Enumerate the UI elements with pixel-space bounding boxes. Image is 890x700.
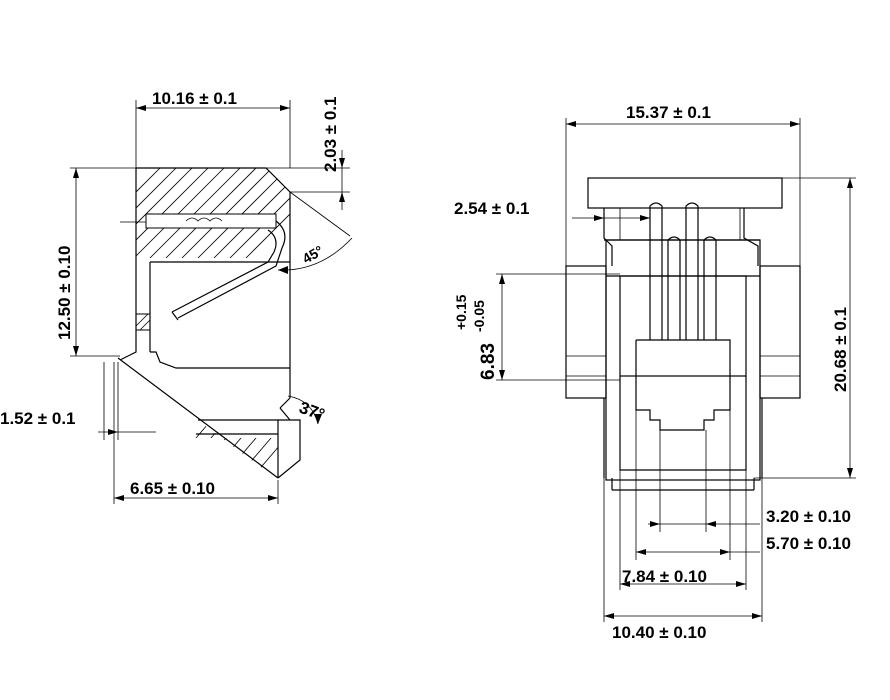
dim-height-side: 12.50 ± 0.10: [55, 246, 74, 340]
dim-top-step: 2.03 ± 0.1: [321, 97, 340, 173]
dim-front-width: 15.37 ± 0.1: [626, 103, 711, 122]
front-view: 15.37 ± 0.1 2.54 ± 0.1 6.83 +0.15 -0.05 …: [453, 103, 856, 642]
dim-bottom-width: 6.65 ± 0.10: [130, 479, 215, 498]
dim-peg-inner: 3.20 ± 0.10: [766, 507, 851, 526]
angle-37: 37°: [297, 398, 328, 425]
dim-window-main: 6.83: [478, 343, 499, 380]
dim-body-width: 10.40 ± 0.10: [612, 623, 706, 642]
dim-window-tol-plus: +0.15: [453, 294, 469, 330]
angle-45: 45°: [300, 242, 326, 266]
dim-pin-pitch: 2.54 ± 0.1: [454, 199, 530, 218]
dim-top-width: 10.16 ± 0.1: [152, 89, 237, 108]
dim-window-tol-minus: -0.05: [471, 300, 487, 332]
hatch-upper: [136, 168, 290, 258]
side-view: 10.16 ± 0.1 2.03 ± 0.1 12.50 ± 0.10 45° …: [0, 89, 353, 504]
dim-body-lower: 7.84 ± 0.10: [622, 567, 707, 586]
dim-offset: 1.52 ± 0.1: [0, 409, 76, 428]
dim-front-height: 20.68 ± 0.1: [831, 307, 850, 392]
dim-peg-outer: 5.70 ± 0.10: [766, 534, 851, 553]
